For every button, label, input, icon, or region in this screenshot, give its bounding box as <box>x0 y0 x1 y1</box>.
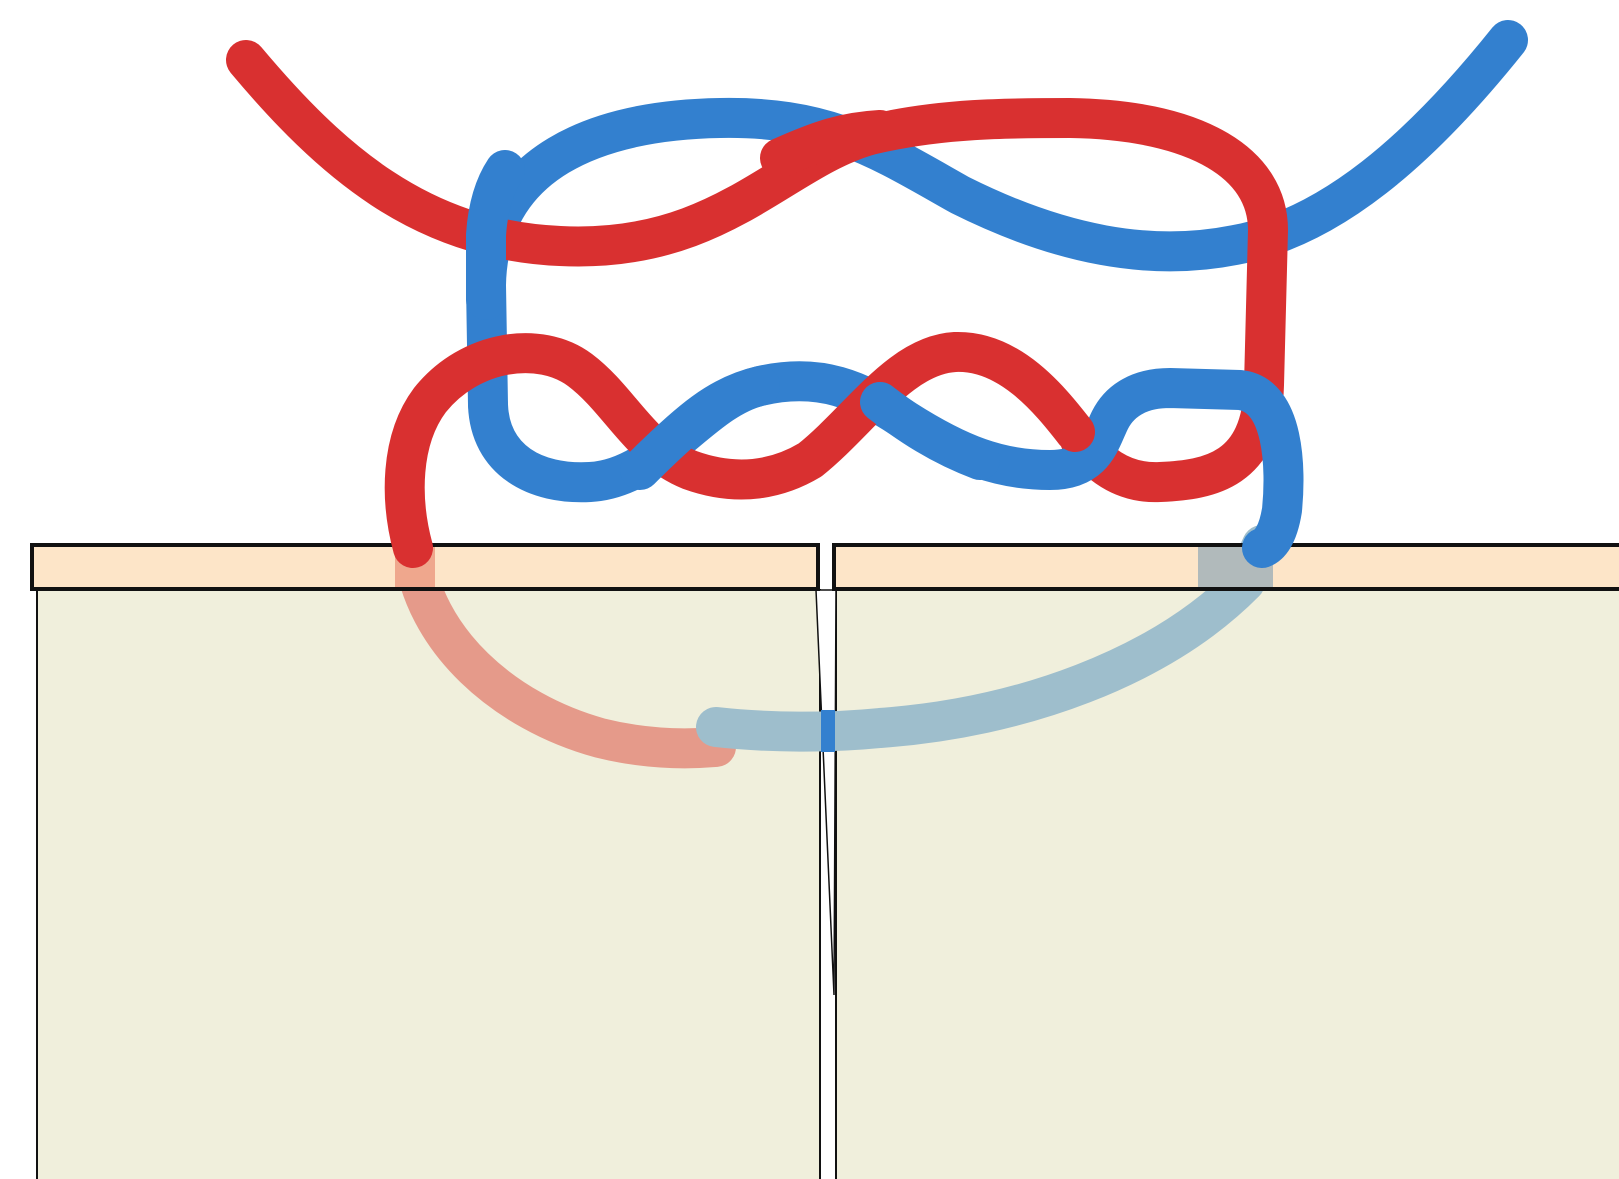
right-tissue-block <box>835 589 1619 1179</box>
red-thread-lower-wave <box>384 332 1095 568</box>
blue-thread-buried-segment <box>696 525 1282 752</box>
red-thread-weave-top <box>760 110 900 178</box>
incision-cleft <box>815 589 837 996</box>
blue-thread-weave-1 <box>620 366 780 490</box>
blue-thread-upper-loop <box>466 20 1528 425</box>
left-tissue-block <box>36 589 821 1179</box>
blue-thread-in-incision <box>821 710 835 752</box>
blue-thread-weave-top-left <box>466 150 525 320</box>
red-thread-buried-segment <box>393 528 736 769</box>
blue-thread-weave-2 <box>860 382 1000 480</box>
